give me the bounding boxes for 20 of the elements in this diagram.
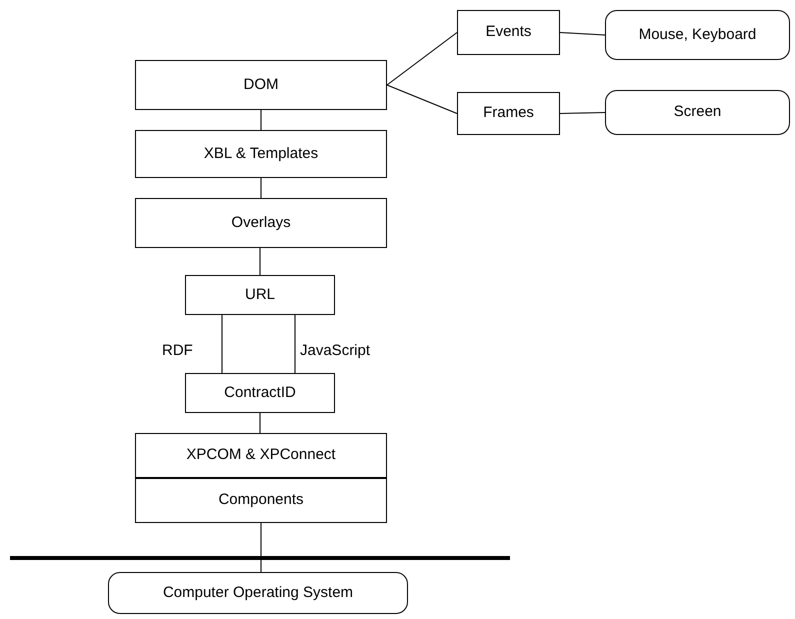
rounded-box: Computer Operating System [108, 572, 408, 614]
connector-line [260, 522, 262, 572]
connector-line [560, 32, 606, 36]
connector-line [560, 112, 606, 114]
process-box: Components [135, 478, 387, 523]
rounded-box: Mouse, Keyboard [605, 10, 790, 60]
connector-line [260, 178, 262, 198]
process-box: DOM [135, 60, 387, 110]
connector-line [386, 32, 458, 86]
process-box: ContractID [185, 373, 335, 413]
process-box: XPCOM & XPConnect [135, 433, 387, 478]
rounded-box: Screen [605, 90, 790, 135]
connector-line [294, 314, 296, 374]
process-box: URL [185, 275, 335, 315]
process-box: Frames [457, 92, 560, 135]
connector-line [386, 84, 458, 114]
connector-line [260, 110, 262, 130]
process-box: Overlays [135, 198, 387, 248]
process-box: XBL & Templates [135, 130, 387, 178]
process-box: Events [457, 10, 560, 55]
